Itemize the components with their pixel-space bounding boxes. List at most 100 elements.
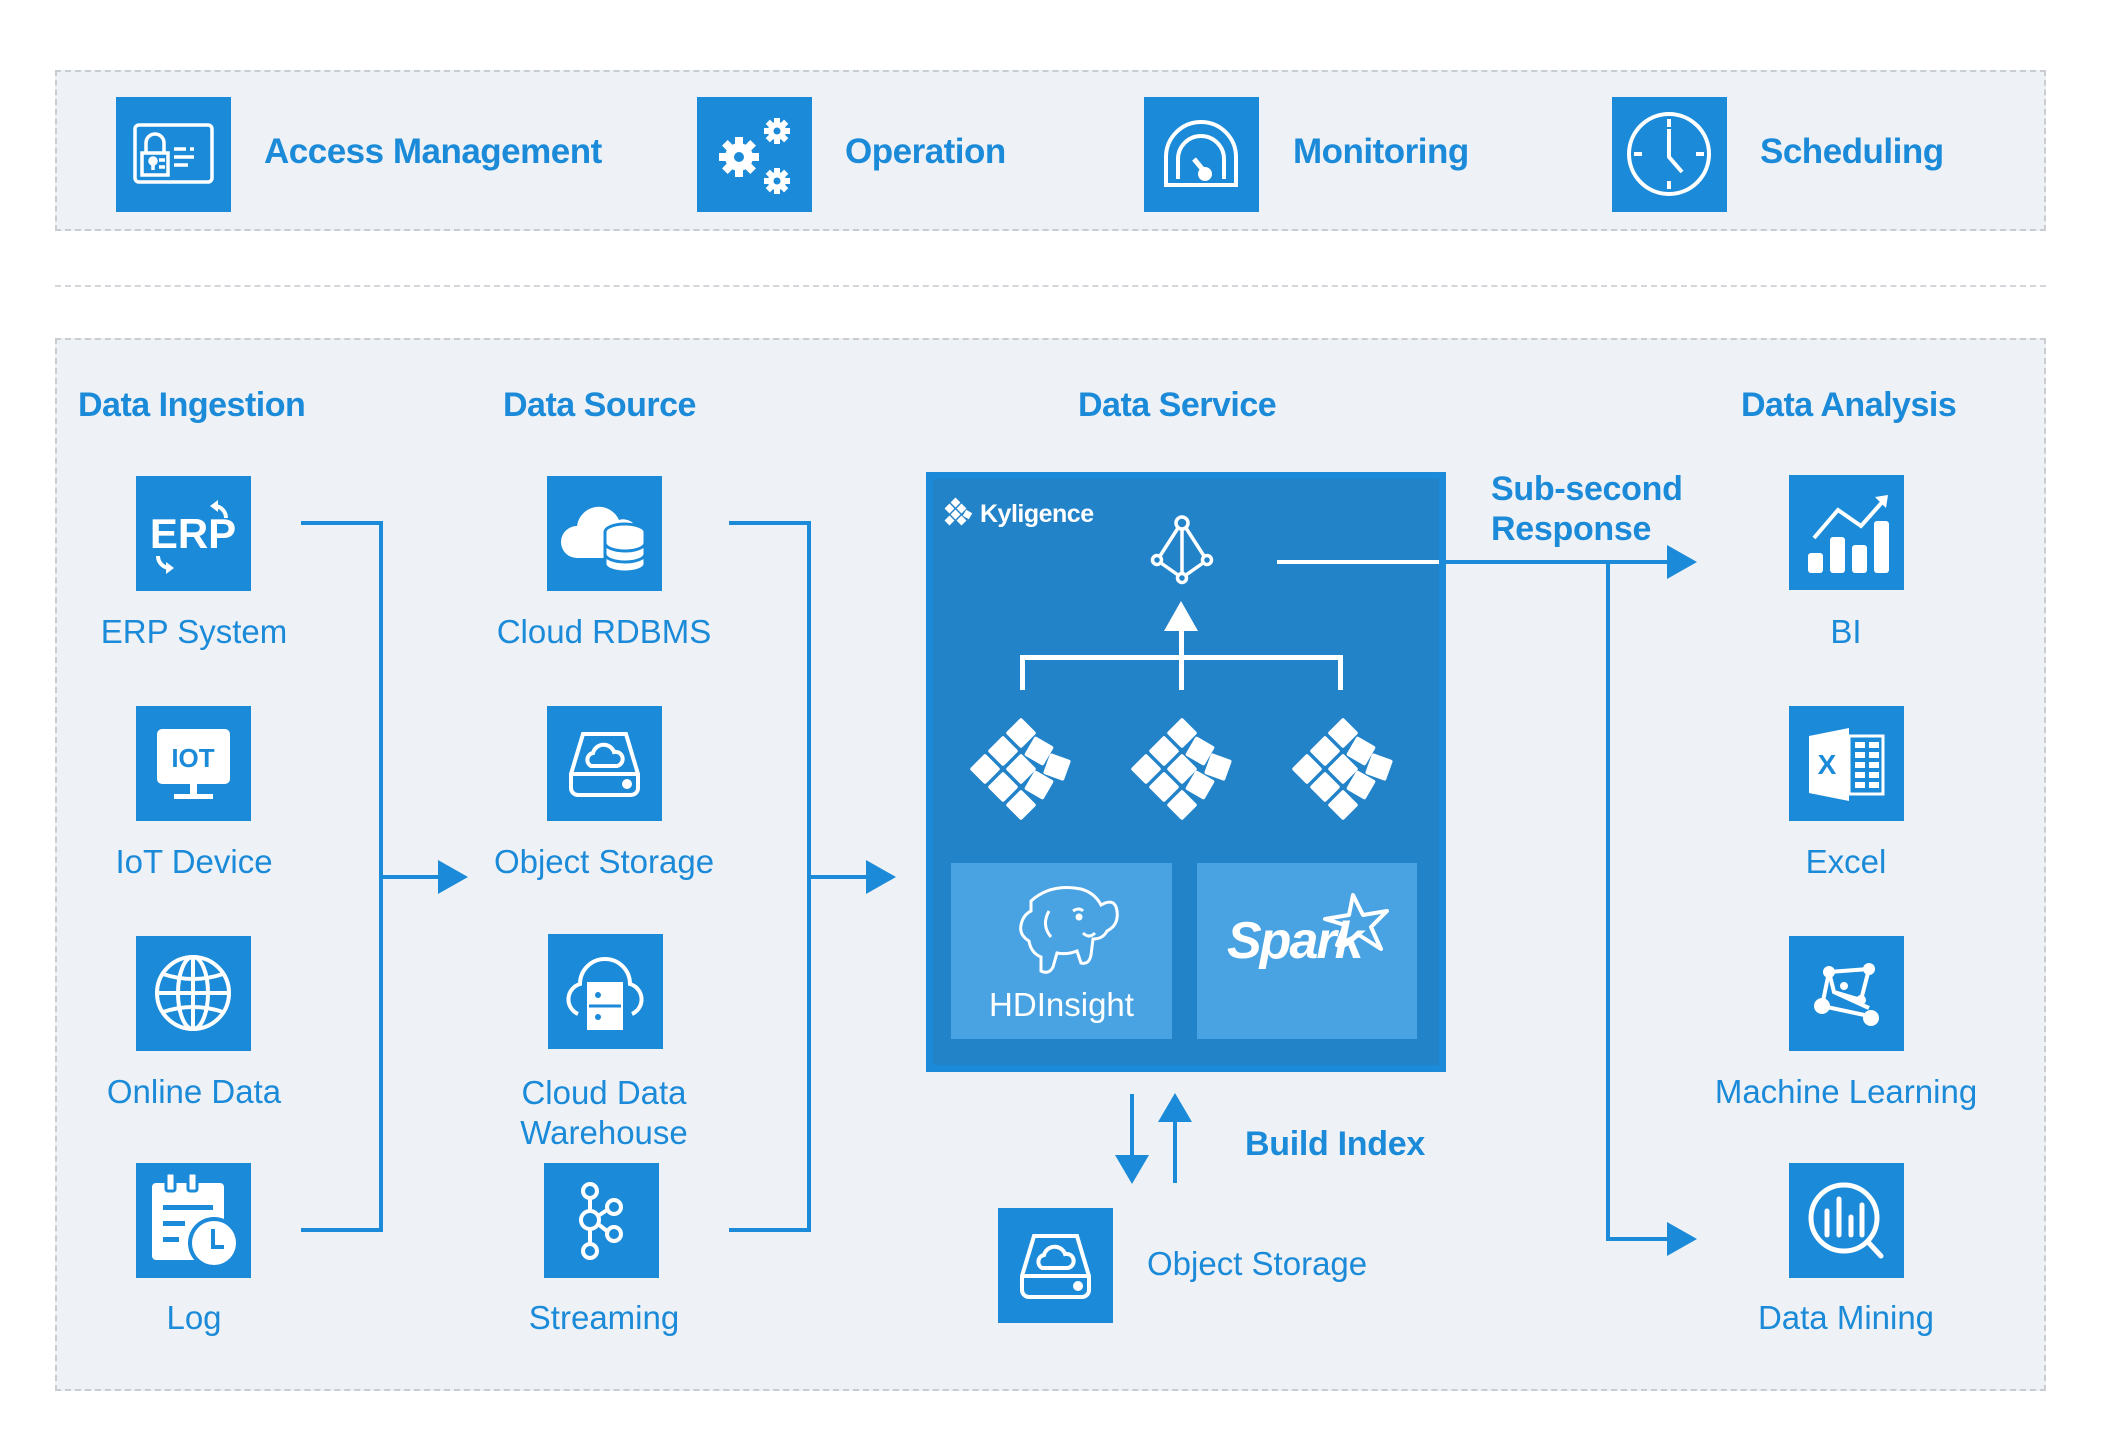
cube-cell — [1328, 718, 1358, 748]
cube-cell — [1346, 736, 1376, 766]
cube-cell — [1185, 736, 1215, 766]
cube-cell — [1024, 736, 1054, 766]
column-title-data-service: Data Service — [1078, 386, 1277, 424]
connector-streaming — [729, 1228, 811, 1232]
cloud-drive-icon — [569, 732, 640, 797]
cube-cell — [1167, 718, 1197, 748]
data-mining-tile[interactable] — [1789, 1163, 1904, 1278]
operation-tile[interactable] — [697, 97, 812, 212]
erp-system-tile[interactable]: ERP — [136, 476, 251, 591]
cube-cell — [970, 754, 1000, 784]
access-management-tile[interactable] — [116, 97, 231, 212]
column-title-data-analysis: Data Analysis — [1741, 386, 1957, 424]
cube-cell — [1292, 754, 1322, 784]
machine-learning-tile[interactable] — [1789, 936, 1904, 1051]
cube-cell — [1006, 718, 1036, 748]
bi-tile[interactable] — [1789, 475, 1904, 590]
cube-cell — [1006, 754, 1036, 784]
connector-log — [301, 1228, 383, 1232]
ml-graph-icon — [1814, 963, 1879, 1026]
arrow-head-to-service — [866, 860, 896, 894]
bi-label: BI — [1830, 613, 1862, 650]
excel-icon: X — [1809, 728, 1885, 801]
hadoop-elephant-icon — [1019, 886, 1119, 974]
cloud-data-warehouse-tile[interactable] — [548, 934, 663, 1049]
spark-label: Spark — [1227, 912, 1364, 970]
spark-star-icon — [1323, 893, 1389, 951]
monitoring-label: Monitoring — [1293, 132, 1469, 171]
cube-cell — [1167, 790, 1197, 820]
build-index-down-shaft — [1130, 1094, 1134, 1160]
connector-ingestion-out — [379, 875, 441, 879]
cloud-rdbms-tile[interactable] — [547, 476, 662, 591]
aggregate-arrow-shaft — [1179, 628, 1184, 690]
log-tile[interactable] — [136, 1163, 251, 1278]
response-branch-trunk — [1606, 560, 1610, 1241]
object-storage-source-tile[interactable] — [547, 706, 662, 821]
sub-second-response-label-line2: Response — [1491, 510, 1652, 548]
cube-cell — [1006, 790, 1036, 820]
cloud-drive-icon — [1020, 1234, 1091, 1299]
build-index-label: Build Index — [1245, 1125, 1425, 1163]
column-title-data-ingestion: Data Ingestion — [78, 386, 306, 424]
data-mining-label: Data Mining — [1757, 1299, 1935, 1336]
online-data-tile[interactable] — [136, 936, 251, 1051]
column-title-data-source: Data Source — [503, 386, 696, 424]
aggregate-arrow-head — [1164, 601, 1198, 631]
cube-cell — [1204, 753, 1232, 781]
log-label: Log — [166, 1299, 222, 1336]
iot-device-label: IoT Device — [115, 843, 273, 880]
machine-learning-label: Machine Learning — [1714, 1073, 1978, 1110]
streaming-label: Streaming — [528, 1299, 680, 1336]
cloud-server-icon — [566, 957, 644, 1030]
iot-device-tile[interactable]: IOT — [136, 706, 251, 821]
excel-tile[interactable]: X — [1789, 706, 1904, 821]
cube-cell — [1328, 790, 1358, 820]
connector-erp — [301, 521, 383, 525]
cube-cell — [1328, 754, 1358, 784]
log-calendar-clock-icon — [152, 1171, 240, 1269]
cube-cell — [1131, 754, 1161, 784]
arrow-head-to-source — [438, 860, 468, 894]
build-index-up-shaft — [1173, 1118, 1177, 1183]
id-card-lock-icon — [133, 123, 214, 184]
cube-cell — [1149, 736, 1179, 766]
cloud-rdbms-label: Cloud RDBMS — [496, 613, 712, 650]
arrow-head-to-data-mining — [1667, 1222, 1697, 1256]
response-line — [1446, 560, 1670, 564]
build-index-down-arrow-head — [1115, 1155, 1149, 1184]
gauge-icon — [1164, 120, 1238, 187]
scheduling-tile[interactable] — [1612, 97, 1727, 212]
excel-label: Excel — [1805, 843, 1887, 880]
cube-cell — [988, 736, 1018, 766]
globe-icon — [155, 955, 231, 1031]
bar-chart-trend-icon — [1808, 495, 1889, 573]
build-index-up-arrow-head — [1158, 1093, 1192, 1122]
svg-text:ERP: ERP — [150, 510, 236, 557]
olap-model-network-icon — [1150, 515, 1214, 585]
response-branch-out — [1606, 1237, 1670, 1241]
spark-tile[interactable]: Spark — [1197, 863, 1417, 1039]
arrow-head-to-bi — [1667, 545, 1697, 579]
connector-source-out — [807, 875, 869, 879]
cube-index-icon — [1131, 718, 1232, 820]
hdinsight-label: HDInsight — [989, 986, 1134, 1023]
connector-rdbms — [729, 521, 811, 525]
sub-second-response-label-line1: Sub-second — [1491, 470, 1683, 508]
response-line-inner — [1277, 560, 1439, 564]
cube-index-icon — [970, 718, 1071, 820]
object-storage-index-tile[interactable] — [998, 1208, 1113, 1323]
hdinsight-tile[interactable]: HDInsight — [951, 863, 1172, 1039]
gears-icon — [719, 118, 790, 194]
streaming-tile[interactable] — [544, 1163, 659, 1278]
magnifier-chart-icon — [1808, 1182, 1884, 1259]
cube-cell — [1043, 753, 1071, 781]
cube-cell — [1167, 754, 1197, 784]
erp-icon: ERP — [150, 500, 236, 574]
cube-cell — [1346, 770, 1376, 800]
cube-index-icon — [1292, 718, 1393, 820]
monitoring-tile[interactable] — [1144, 97, 1259, 212]
kyligence-logo-icon — [944, 497, 973, 526]
cube-cell — [1310, 772, 1340, 802]
cube-cell — [1365, 753, 1393, 781]
